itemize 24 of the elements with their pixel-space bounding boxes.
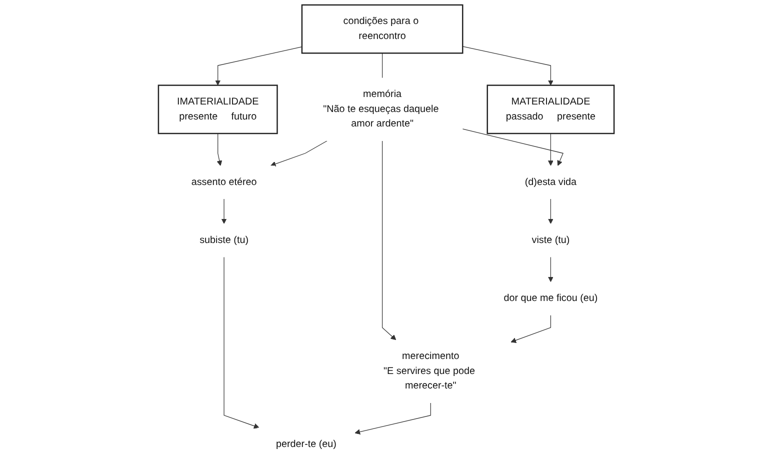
node-text: assento etéreo: [190, 176, 256, 188]
arrow: [216, 133, 222, 166]
node-text: perder-te (eu): [276, 438, 336, 450]
node-text: subiste (tu): [199, 234, 248, 246]
arrow: [548, 133, 554, 166]
arrow: [214, 46, 302, 86]
node-text: dor que me ficou (eu): [503, 292, 598, 304]
arrow: [548, 198, 554, 224]
node-box: MATERIALIDADE passado presente: [486, 84, 614, 134]
node-text: viste (tu): [531, 234, 570, 246]
arrow: [462, 46, 554, 86]
node-text: memória "Não te esqueças daquele amor ardente": [322, 88, 438, 130]
arrow: [220, 198, 226, 224]
arrow: [354, 402, 431, 434]
node-box: IMATERIALIDADE presente futuro: [157, 84, 278, 134]
node-text: (d)esta vida: [524, 176, 576, 188]
arrow: [270, 140, 327, 167]
node-text: merecimento "E servires que pode merecer-te": [383, 351, 475, 392]
arrow: [548, 256, 554, 282]
arrow: [223, 256, 259, 429]
node-box: condições para o reencontro: [300, 4, 463, 54]
arrow: [510, 314, 551, 343]
arrow: [462, 128, 564, 166]
arrow: [382, 140, 396, 340]
